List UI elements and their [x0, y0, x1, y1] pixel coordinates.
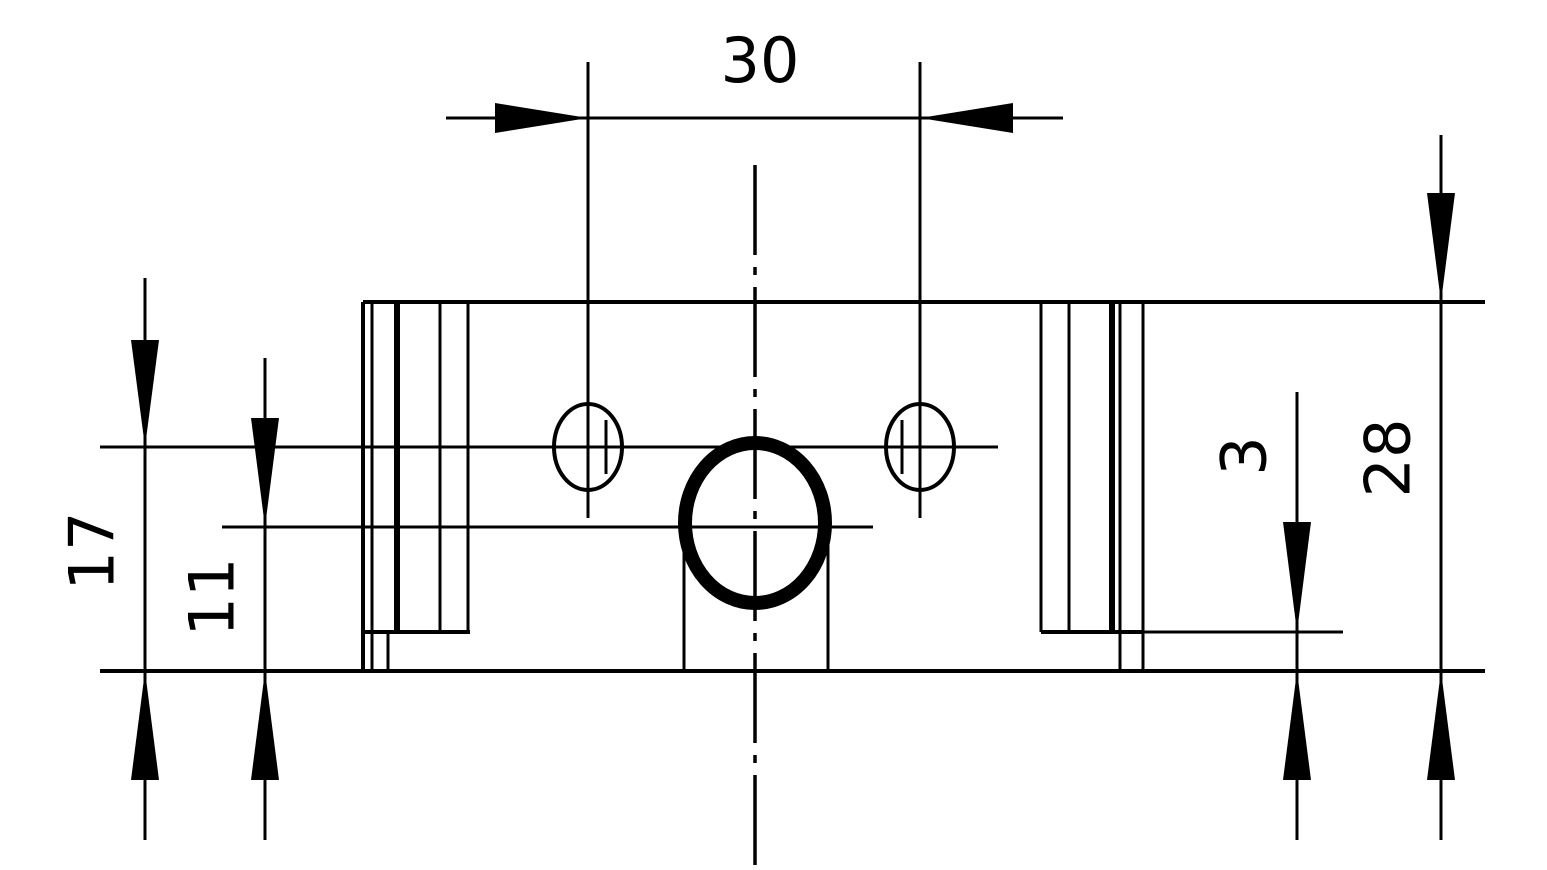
dimension-11: 11 — [176, 358, 279, 840]
part-outline — [100, 300, 1485, 673]
dim-label-30: 30 — [721, 24, 800, 97]
right-slot — [1039, 302, 1145, 671]
center-lines — [100, 62, 998, 870]
dimension-3: 3 — [1143, 392, 1343, 840]
dimension-30: 30 — [446, 24, 1063, 133]
dim-label-28: 28 — [1352, 419, 1425, 498]
arrow-right — [495, 103, 588, 133]
dim-label-17: 17 — [56, 512, 129, 591]
dim-label-11: 11 — [176, 558, 249, 637]
dim-label-3: 3 — [1208, 436, 1281, 475]
left-slot — [363, 302, 470, 671]
dimension-17: 17 — [56, 278, 159, 840]
arrow-left — [920, 103, 1013, 133]
dimension-28: 28 — [1352, 135, 1455, 840]
